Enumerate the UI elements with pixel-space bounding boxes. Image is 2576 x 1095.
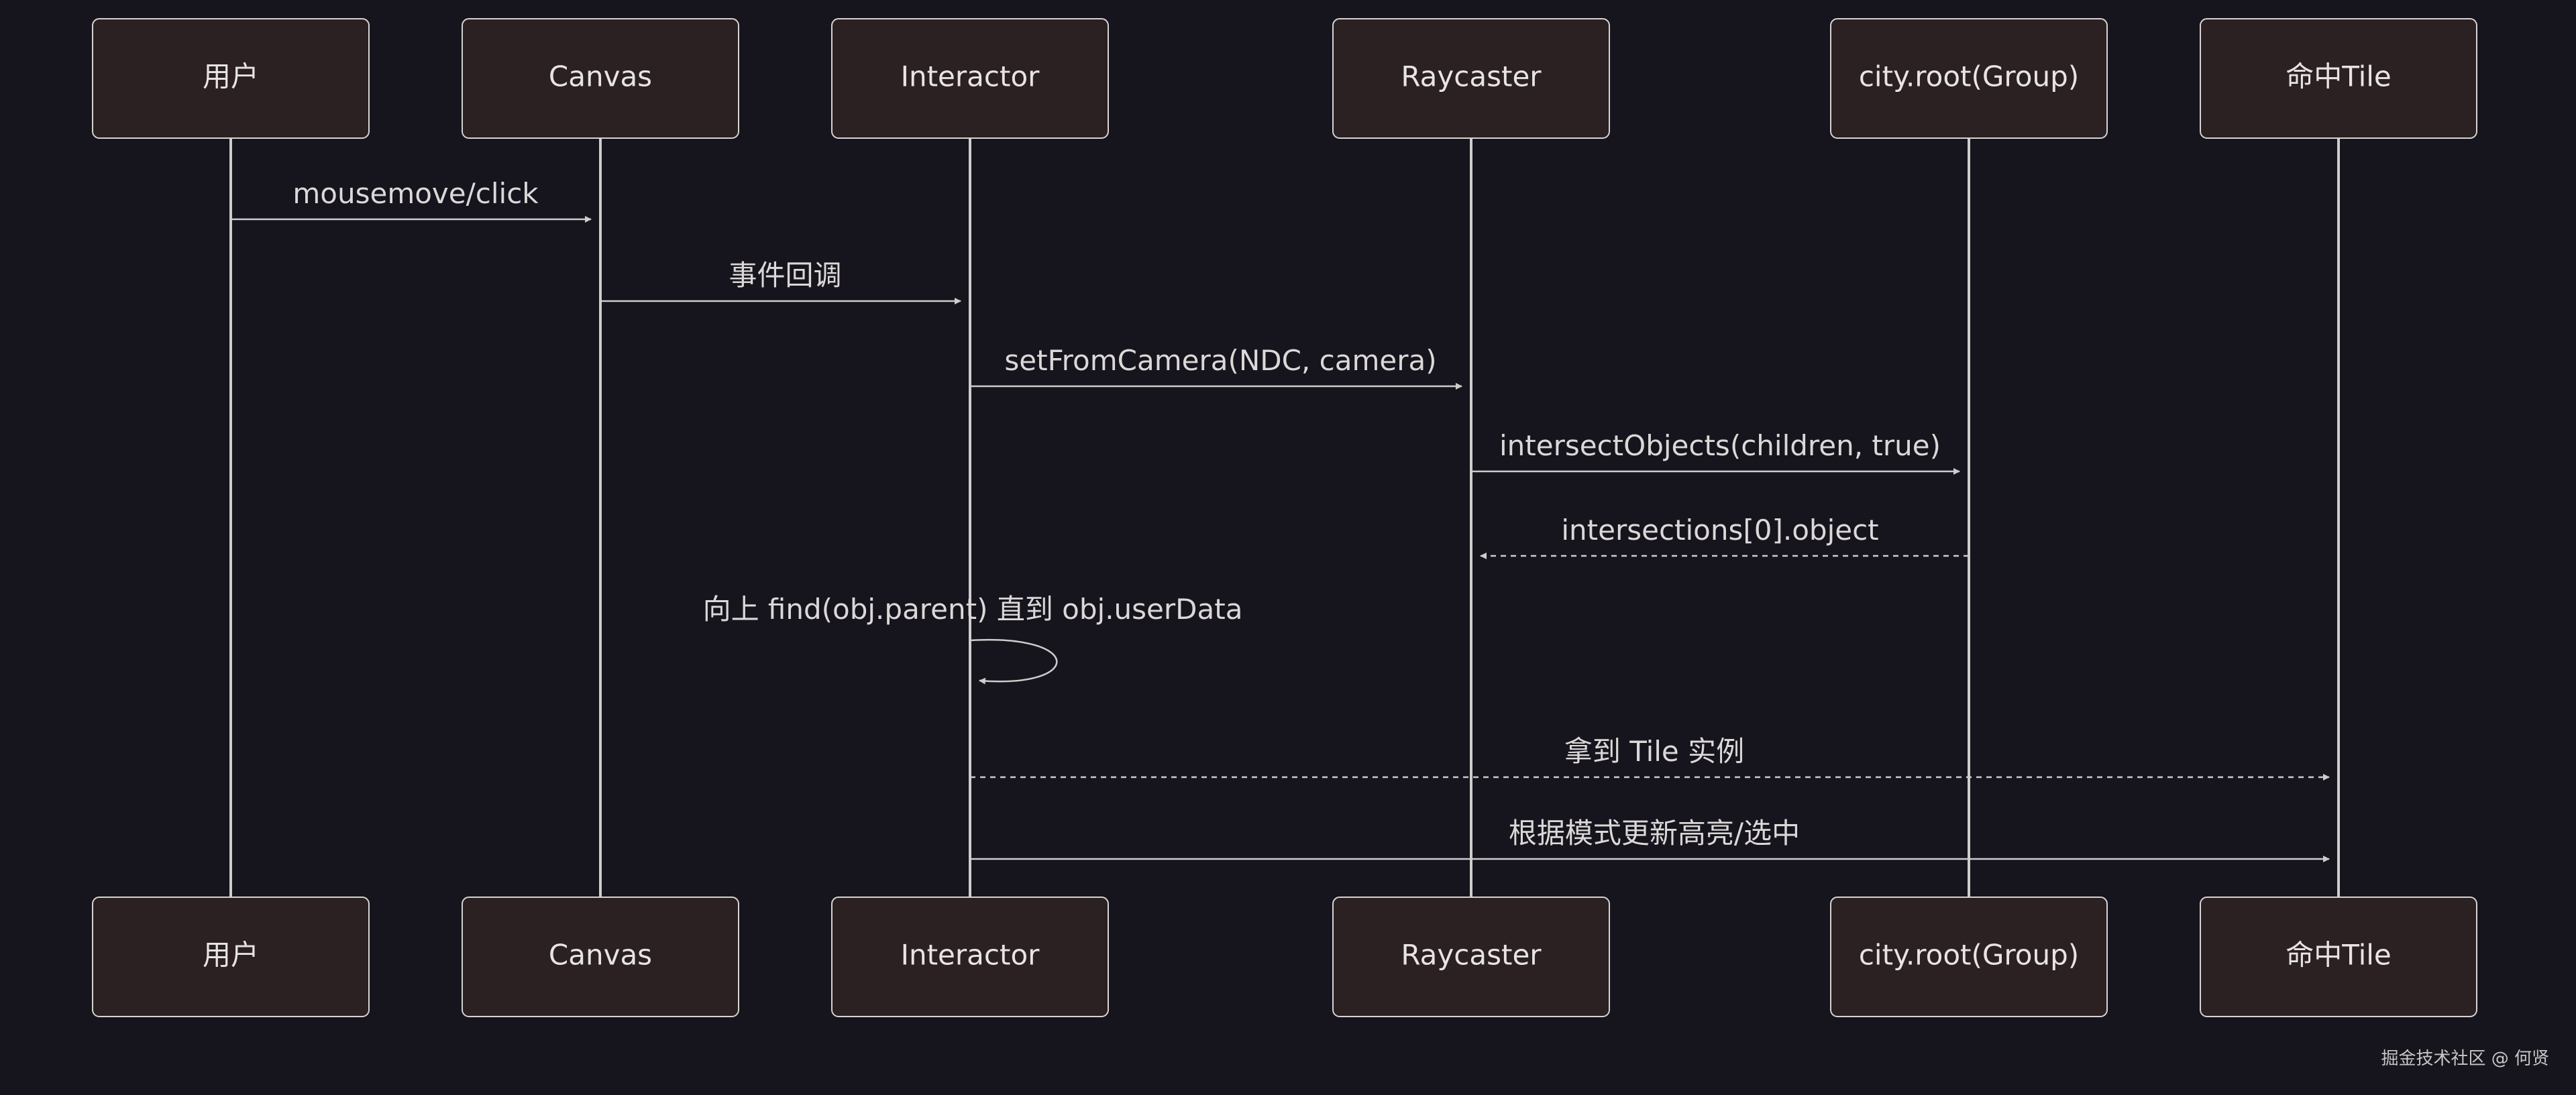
message-2: 事件回调 [600, 259, 961, 304]
message-label: 向上 find(obj.parent) 直到 obj.userData [703, 593, 1243, 626]
message-label: 根据模式更新高亮/选中 [1509, 817, 1800, 850]
participant-label: Canvas [549, 60, 652, 93]
message-1: mousemove/click [231, 177, 592, 223]
participant-canvas-top: Canvas [462, 18, 739, 139]
participant-cityroot-top: city.root(Group) [1830, 18, 2108, 139]
message-label: mousemove/click [292, 177, 539, 210]
participant-label: Raycaster [1401, 60, 1542, 93]
participant-interactor-bottom: Interactor [831, 897, 1109, 1017]
participant-cityroot-bottom: city.root(Group) [1830, 897, 2108, 1017]
participant-canvas-bottom: Canvas [462, 897, 739, 1017]
watermark: 掘金技术社区 @ 何贤 [2381, 1049, 2549, 1069]
participant-tile-bottom: 命中Tile [2200, 897, 2477, 1017]
participant-label: city.root(Group) [1859, 939, 2079, 972]
message-label: setFromCamera(NDC, camera) [1004, 344, 1436, 377]
participant-raycaster-top: Raycaster [1332, 18, 1610, 139]
message-label: intersections[0].object [1561, 514, 1878, 546]
participant-label: 用户 [203, 939, 259, 972]
participant-raycaster-bottom: Raycaster [1332, 897, 1610, 1017]
participant-box [831, 897, 1109, 1017]
message-label: 拿到 Tile 实例 [1564, 735, 1744, 768]
participant-box [1830, 897, 2108, 1017]
participant-box [462, 897, 739, 1017]
participant-box [1332, 18, 1610, 139]
participant-box [831, 18, 1109, 139]
message-label: 事件回调 [729, 259, 841, 292]
message-8: 根据模式更新高亮/选中 [970, 817, 2330, 862]
message-4: intersectObjects(children, true) [1471, 429, 1960, 475]
participant-label: Interactor [901, 939, 1040, 972]
participant-box [1830, 18, 2108, 139]
participant-box [92, 18, 370, 139]
participant-label: city.root(Group) [1859, 60, 2079, 93]
participant-label: Raycaster [1401, 939, 1542, 972]
participant-label: 命中Tile [2286, 939, 2392, 972]
participant-box [2200, 18, 2477, 139]
participant-label: Interactor [901, 60, 1040, 93]
participant-label: Canvas [549, 939, 652, 972]
participant-label: 用户 [203, 60, 259, 93]
message-6: 向上 find(obj.parent) 直到 obj.userData [703, 593, 1243, 685]
participant-box [2200, 897, 2477, 1017]
message-label: intersectObjects(children, true) [1499, 429, 1941, 462]
participant-box [462, 18, 739, 139]
participant-user-top: 用户 [92, 18, 370, 139]
participant-user-bottom: 用户 [92, 897, 370, 1017]
participant-box [92, 897, 370, 1017]
participant-box [1332, 897, 1610, 1017]
participant-label: 命中Tile [2286, 60, 2392, 93]
message-7: 拿到 Tile 实例 [970, 735, 2330, 781]
message-3: setFromCamera(NDC, camera) [970, 344, 1462, 390]
message-5: intersections[0].object [1480, 514, 1969, 559]
participant-interactor-top: Interactor [831, 18, 1109, 139]
self-call-arrow [969, 638, 1058, 685]
participant-tile-top: 命中Tile [2200, 18, 2477, 139]
